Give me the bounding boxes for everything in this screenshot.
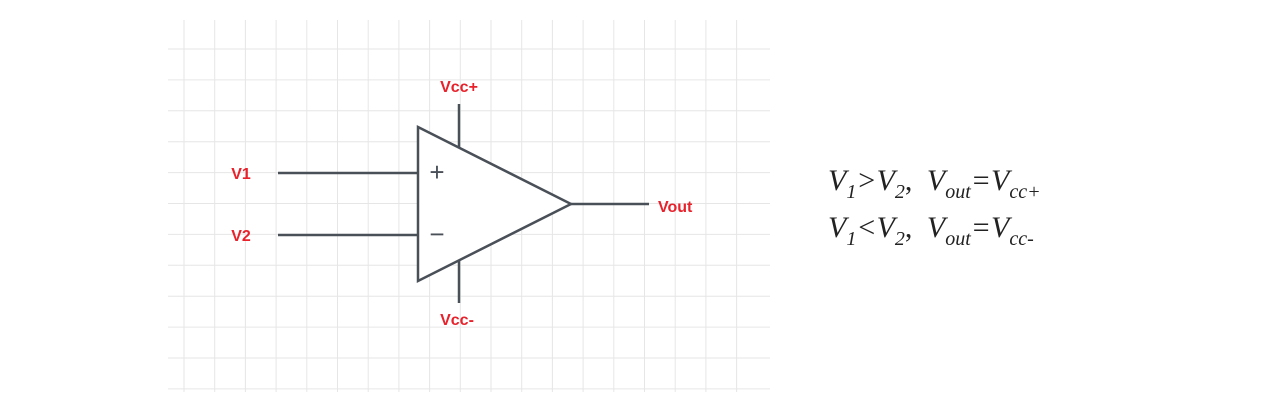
formula-equals: = [970, 164, 992, 197]
formula-vcc-sub: cc+ [1009, 181, 1041, 203]
vout-label: Vout [658, 199, 693, 216]
v2-label: V2 [231, 228, 251, 245]
formula-equals: = [970, 211, 992, 244]
formula-separator: , [904, 211, 913, 244]
formula-v2-sub: 2 [894, 181, 905, 203]
non-inverting-sign: + [429, 157, 444, 187]
formula-operator: > [856, 164, 877, 197]
vcc-minus-label: Vcc- [440, 312, 474, 329]
formula-vcc: V [991, 164, 1010, 197]
formula-v2: V [876, 164, 895, 197]
formula-vout: V [926, 164, 946, 197]
vcc-plus-label: Vcc+ [440, 79, 478, 96]
v1-label: V1 [231, 166, 251, 183]
formula-operator: < [856, 211, 877, 244]
inverting-sign: − [429, 219, 444, 249]
op-amp-symbol: + − [278, 104, 649, 303]
formula-vout: V [926, 211, 946, 244]
formula-v1-less: V1<V2,Vout=Vcc- [828, 211, 1034, 250]
formula-vcc-sub: cc- [1009, 228, 1034, 250]
formula-v1-sub: 1 [846, 181, 857, 203]
formula-v1: V [828, 211, 847, 244]
formula-v1-sub: 1 [846, 228, 857, 250]
formula-vcc: V [991, 211, 1010, 244]
formula-v1-greater: V1>V2,Vout=Vcc+ [828, 164, 1041, 203]
formula-vout-sub: out [945, 181, 971, 203]
formula-vout-sub: out [945, 228, 971, 250]
formula-v1: V [828, 164, 847, 197]
formula-v2: V [876, 211, 895, 244]
formula-separator: , [904, 164, 913, 197]
formula-v2-sub: 2 [894, 228, 905, 250]
op-amp-triangle [416, 124, 574, 284]
